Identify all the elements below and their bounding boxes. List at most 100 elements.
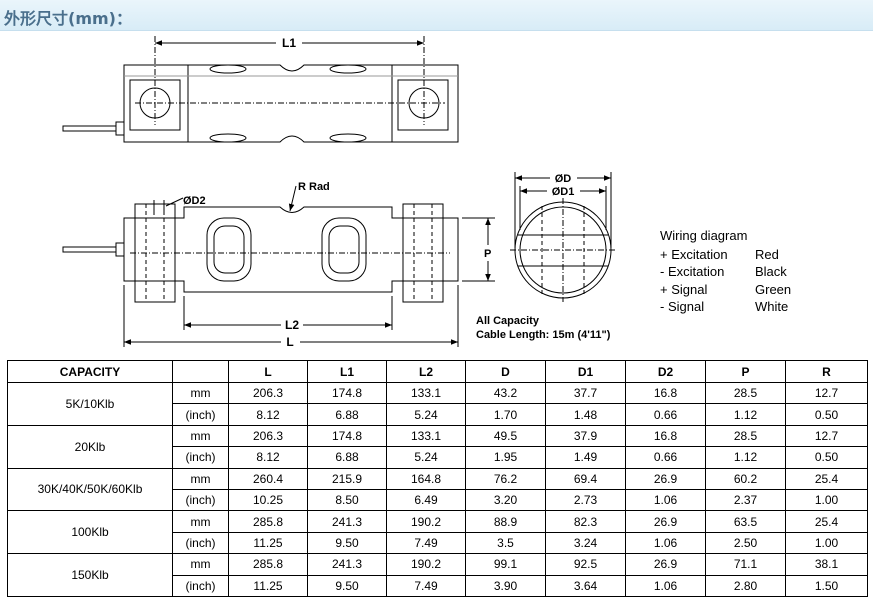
spec-table: CAPACITY L L1 L2 D D1 D2 P R 5K/10Klb mm… (7, 360, 868, 598)
value-cell: 3.20 (465, 488, 546, 512)
value-cell: 1.49 (545, 446, 626, 469)
value-cell: 11.25 (228, 531, 308, 555)
side-pocket-left-inner (213, 225, 245, 274)
value-cell: 215.9 (307, 467, 387, 490)
table-row: 150Klb mm 285.8 241.3 190.2 99.1 92.5 26… (7, 553, 868, 597)
wiring-signal-name: + Excitation (660, 246, 728, 262)
header-l2: L2 (386, 360, 466, 383)
top-block-right (397, 79, 449, 131)
unit-cell: (inch) (172, 488, 229, 512)
header-d2: D2 (625, 360, 706, 383)
top-cable (62, 125, 119, 132)
side-view (62, 185, 495, 347)
value-cell: 0.66 (625, 446, 706, 469)
wiring-wire-color: Black (755, 264, 787, 279)
wiring-signal-name: + Signal (660, 281, 708, 297)
wiring-signal-name: - Excitation (660, 264, 725, 279)
header-unit (172, 360, 229, 383)
label-d1: ØD1 (552, 186, 575, 198)
value-cell: 16.8 (625, 424, 706, 448)
label-r-rad: R Rad (298, 181, 330, 193)
value-cell: 0.66 (625, 403, 706, 426)
header-d: D (465, 360, 546, 383)
value-cell: 174.8 (307, 424, 387, 448)
value-cell: 38.1 (785, 553, 868, 576)
value-cell: 37.9 (545, 424, 626, 448)
top-view (62, 36, 459, 143)
value-cell: 11.25 (228, 574, 308, 598)
header-l1: L1 (307, 360, 387, 383)
value-cell: 26.9 (625, 467, 706, 490)
value-cell: 1.50 (785, 574, 868, 598)
value-cell: 63.5 (705, 510, 786, 533)
value-cell: 241.3 (307, 553, 387, 576)
value-cell: 5.24 (386, 403, 466, 426)
value-cell: 88.9 (465, 510, 546, 533)
header-bar: 外形尺寸(mm)： (0, 0, 873, 31)
label-l2: L2 (285, 318, 299, 332)
value-cell: 241.3 (307, 510, 387, 533)
value-cell: 206.3 (228, 424, 308, 448)
table-row: (inch) 8.12 6.88 5.24 1.95 1.49 0.66 1.1… (8, 446, 868, 469)
value-cell: 8.12 (228, 403, 308, 426)
value-cell: 60.2 (705, 467, 786, 490)
value-cell: 43.2 (465, 381, 546, 405)
value-cell: 174.8 (307, 381, 387, 405)
unit-cell: (inch) (172, 403, 229, 426)
value-cell: 1.12 (705, 403, 786, 426)
value-cell: 3.90 (465, 574, 546, 598)
header-d1: D1 (545, 360, 626, 383)
dim-r-leader (288, 185, 297, 212)
value-cell: 2.73 (545, 488, 626, 512)
header-p: P (705, 360, 786, 383)
value-cell: 285.8 (228, 553, 308, 576)
value-cell: 190.2 (386, 510, 466, 533)
capacity-cell: 5K/10Klb (7, 382, 173, 426)
value-cell: 69.4 (545, 467, 626, 490)
wiring-row: + Signal Green (660, 281, 791, 299)
top-oval-3 (209, 133, 247, 143)
label-d: ØD (555, 173, 572, 185)
unit-cell: mm (172, 381, 229, 405)
value-cell: 133.1 (386, 381, 466, 405)
top-oval-1 (209, 64, 247, 74)
wiring-wire-color: Green (755, 281, 792, 297)
value-cell: 16.8 (625, 381, 706, 405)
label-d2: ØD2 (183, 195, 206, 207)
value-cell: 12.7 (785, 381, 868, 405)
table-row: (inch) 11.25 9.50 7.49 3.90 3.64 1.06 2.… (8, 574, 868, 598)
wiring-table: + Excitation Red - Excitation Black + Si… (660, 246, 791, 316)
wiring-diagram: Wiring diagram + Excitation Red - Excita… (660, 227, 791, 316)
wiring-row: - Signal White (660, 298, 791, 316)
value-cell: 8.12 (228, 446, 308, 469)
value-cell: 12.7 (785, 424, 868, 448)
value-cell: 1.95 (465, 446, 546, 469)
capacity-note-line: All Capacity (476, 315, 539, 327)
value-cell: 1.06 (625, 574, 706, 598)
value-cell: 37.7 (545, 381, 626, 405)
value-cell: 1.06 (625, 531, 706, 555)
value-cell: 133.1 (386, 424, 466, 448)
value-cell: 2.80 (705, 574, 786, 598)
value-cell: 8.50 (307, 488, 387, 512)
value-cell: 10.25 (228, 488, 308, 512)
value-cell: 26.9 (625, 553, 706, 576)
unit-cell: (inch) (172, 446, 229, 469)
value-cell: 7.49 (386, 531, 466, 555)
table-row: 100Klb mm 285.8 241.3 190.2 88.9 82.3 26… (7, 510, 868, 555)
header-r: R (785, 360, 868, 383)
value-cell: 7.49 (386, 574, 466, 598)
wiring-signal-name: - Signal (660, 299, 705, 314)
wiring-row: + Excitation Red (660, 246, 791, 264)
top-oval-2 (329, 64, 367, 74)
value-cell: 5.24 (386, 446, 466, 469)
value-cell: 1.48 (545, 403, 626, 426)
capacity-cell: 30K/40K/50K/60Klb (7, 467, 173, 512)
unit-cell: mm (172, 424, 229, 448)
value-cell: 3.5 (465, 531, 546, 555)
value-cell: 71.1 (705, 553, 786, 576)
value-cell: 82.3 (545, 510, 626, 533)
value-cell: 49.5 (465, 424, 546, 448)
value-cell: 1.00 (785, 488, 868, 512)
top-oval-4 (329, 133, 367, 143)
